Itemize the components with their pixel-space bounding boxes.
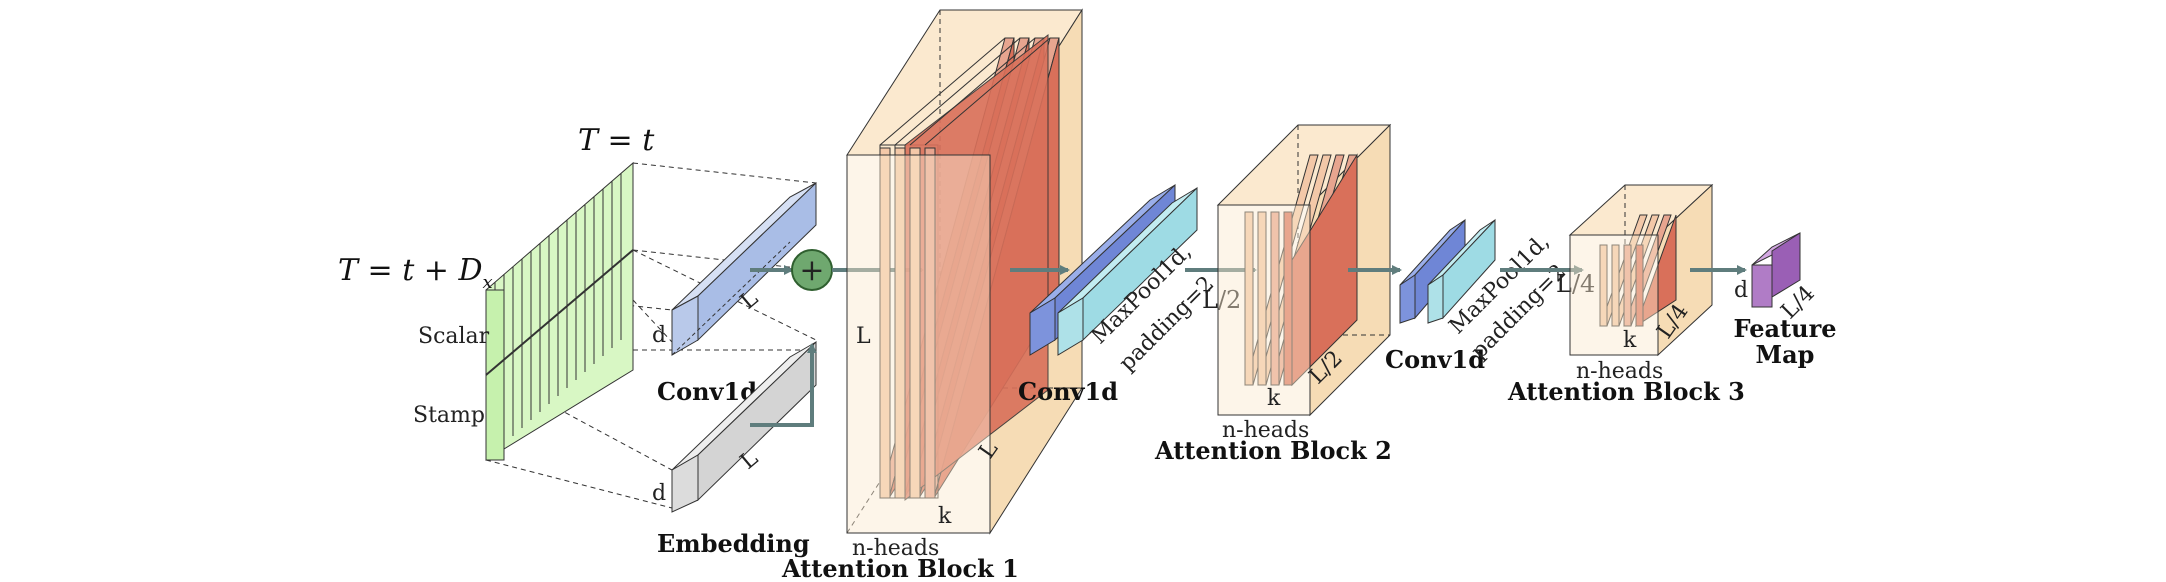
- feature-label-line1: Feature: [1734, 314, 1837, 343]
- embedding: d L Embedding: [652, 340, 817, 558]
- attn3-k: k: [1623, 328, 1637, 353]
- attn1-k: k: [938, 504, 952, 529]
- attn3-heads: n-heads: [1576, 359, 1663, 384]
- plus-symbol: +: [799, 253, 824, 288]
- attention-block-1: L L k n-heads Attention Block 1: [781, 8, 1083, 582]
- attention-block-3: L/4 k n-heads Attention Block 3: [1507, 183, 1745, 406]
- conv2-out-len: L/2: [1202, 286, 1241, 314]
- conv2-label: Conv1d: [1018, 377, 1118, 406]
- input-tensor: T = t T = t + Dx Scalar Stamp: [338, 123, 817, 509]
- conv3-label: Conv1d: [1385, 345, 1485, 374]
- embedding-label: Embedding: [657, 529, 810, 558]
- feature-map: d L/4 Feature Map: [1734, 232, 1837, 369]
- time-top-label: T = t: [578, 123, 655, 158]
- embedding-d-label: d: [652, 481, 666, 506]
- conv1-label: Conv1d: [657, 377, 757, 406]
- scalar-label: Scalar: [418, 324, 490, 349]
- time-left-label: T = t + Dx: [338, 253, 493, 293]
- stamp-label: Stamp: [413, 403, 485, 428]
- input-front-face: [485, 289, 505, 461]
- attn2-label: Attention Block 2: [1154, 436, 1392, 465]
- sum-node: +: [750, 249, 924, 427]
- conv1d-3: Conv1d MaxPool1d, padding=2 L/4: [1385, 218, 1595, 374]
- attn1-label: Attention Block 1: [781, 554, 1019, 582]
- feature-d-label: d: [1734, 278, 1748, 303]
- attn1-heads: n-heads: [852, 536, 939, 561]
- attention-block-2: L/2 k n-heads Attention Block 2: [1154, 123, 1392, 465]
- feature-label-line2: Map: [1756, 340, 1815, 369]
- attn3-label: Attention Block 3: [1507, 377, 1745, 406]
- attn2-k: k: [1267, 386, 1281, 411]
- attn2-heads: n-heads: [1222, 418, 1309, 443]
- conv1-d-label: d: [652, 323, 666, 348]
- attn1-L-side: L: [856, 324, 871, 349]
